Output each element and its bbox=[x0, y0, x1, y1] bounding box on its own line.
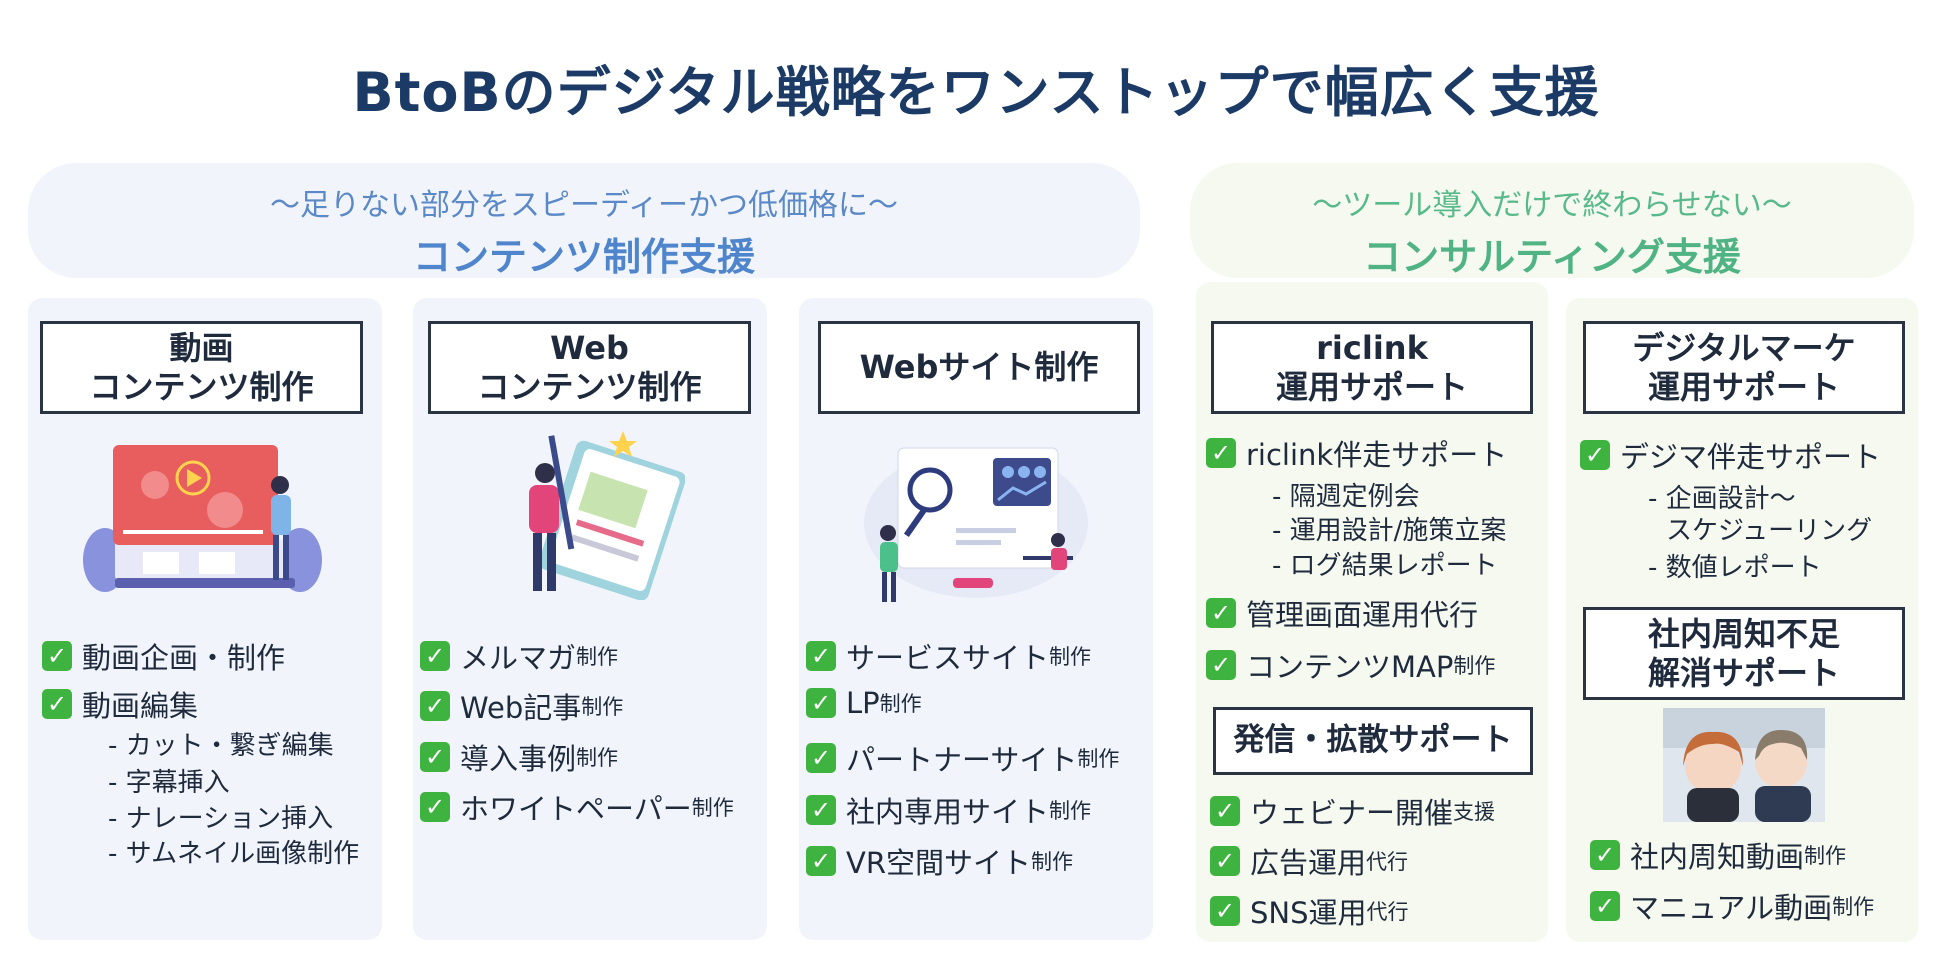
page-title: BtoBのデジタル戦略をワンストップで幅広く支援 bbox=[352, 61, 1600, 124]
digima-box: デジタルマーケ 運用サポート bbox=[1583, 321, 1905, 414]
website-illustration bbox=[864, 447, 1088, 602]
check-icon: ✓ bbox=[420, 641, 450, 671]
check-icon: ✓ bbox=[1580, 440, 1610, 470]
video-illustration bbox=[83, 445, 322, 592]
check-icon: ✓ bbox=[1206, 650, 1236, 680]
check-icon: ✓ bbox=[420, 742, 450, 772]
content-production-subtitle: 〜足りない部分をスピーディーかつ低価格に〜 bbox=[270, 188, 898, 223]
website-item-4: ✓ VR空間サイト制作 bbox=[806, 840, 1073, 882]
check-icon: ✓ bbox=[420, 792, 450, 822]
digima-subitem-2: - 数値レポート bbox=[1648, 553, 1822, 583]
web-content-illustration bbox=[529, 431, 685, 600]
diffusion-box-line1: 発信・拡散サポート bbox=[1233, 722, 1513, 759]
check-icon: ✓ bbox=[42, 689, 72, 719]
web-content-box: Web コンテンツ制作 bbox=[428, 321, 751, 414]
check-icon: ✓ bbox=[1590, 891, 1620, 921]
content-production-header: 〜足りない部分をスピーディーかつ低価格に〜 コンテンツ制作支援 bbox=[28, 163, 1140, 279]
web-content-item-1: ✓ Web記事制作 bbox=[420, 685, 623, 727]
diffusion-support-box: 発信・拡散サポート bbox=[1213, 707, 1533, 775]
digima-item-0: ✓ デジマ伴走サポート bbox=[1580, 434, 1881, 476]
riclink-subitem-0: - 隔週定例会 bbox=[1272, 482, 1420, 512]
web-content-box-line2: コンテンツ制作 bbox=[477, 367, 702, 406]
anime-characters-image bbox=[1663, 708, 1825, 822]
digima-subitem-1: スケジューリング bbox=[1666, 516, 1873, 546]
digima-box-line2: 運用サポート bbox=[1647, 367, 1840, 406]
riclink-box: riclink 運用サポート bbox=[1211, 321, 1533, 414]
check-icon: ✓ bbox=[42, 641, 72, 671]
check-icon: ✓ bbox=[1210, 796, 1240, 826]
internal-box-line1: 社内周知不足 bbox=[1647, 615, 1840, 654]
riclink-item-0: ✓ riclink伴走サポート bbox=[1206, 432, 1507, 474]
video-box-line1: 動画 bbox=[169, 329, 234, 368]
diffusion-item-0: ✓ ウェビナー開催支援 bbox=[1210, 790, 1495, 832]
website-box: Webサイト制作 bbox=[818, 321, 1140, 414]
website-box-line1: Webサイト制作 bbox=[859, 348, 1099, 387]
diffusion-item-1: ✓ 広告運用代行 bbox=[1210, 840, 1408, 882]
check-icon: ✓ bbox=[1206, 438, 1236, 468]
consulting-subtitle: 〜ツール導入だけで終わらせない〜 bbox=[1312, 188, 1792, 223]
video-subitem-1: - 字幕挿入 bbox=[108, 768, 230, 798]
video-content-box: 動画 コンテンツ制作 bbox=[40, 321, 363, 414]
diffusion-item-2: ✓ SNS運用代行 bbox=[1210, 890, 1409, 932]
digima-box-line1: デジタルマーケ bbox=[1632, 329, 1856, 368]
video-subitem-3: - サムネイル画像制作 bbox=[108, 839, 360, 869]
check-icon: ✓ bbox=[806, 846, 836, 876]
web-content-item-0: ✓ メルマガ制作 bbox=[420, 635, 618, 677]
video-item-1: ✓ 動画編集 bbox=[42, 683, 198, 725]
check-icon: ✓ bbox=[806, 688, 836, 718]
video-subitem-0: - カット・繋ぎ編集 bbox=[108, 731, 334, 761]
check-icon: ✓ bbox=[1590, 840, 1620, 870]
riclink-box-line1: riclink bbox=[1316, 329, 1428, 368]
video-item-0: ✓ 動画企画・制作 bbox=[42, 635, 285, 677]
riclink-box-line2: 運用サポート bbox=[1275, 367, 1468, 406]
consulting-header: 〜ツール導入だけで終わらせない〜 コンサルティング支援 bbox=[1190, 163, 1914, 279]
web-content-box-line1: Web bbox=[550, 329, 629, 368]
riclink-item-1: ✓ 管理画面運用代行 bbox=[1206, 592, 1478, 634]
internal-box-line2: 解消サポート bbox=[1647, 653, 1840, 692]
check-icon: ✓ bbox=[420, 691, 450, 721]
check-icon: ✓ bbox=[1210, 846, 1240, 876]
check-icon: ✓ bbox=[806, 641, 836, 671]
riclink-subitem-1: - 運用設計/施策立案 bbox=[1272, 516, 1507, 546]
check-icon: ✓ bbox=[1206, 598, 1236, 628]
check-icon: ✓ bbox=[806, 743, 836, 773]
website-item-0: ✓ サービスサイト制作 bbox=[806, 635, 1091, 677]
web-content-item-3: ✓ ホワイトペーパー制作 bbox=[420, 786, 734, 828]
internal-awareness-box: 社内周知不足 解消サポート bbox=[1583, 607, 1905, 700]
consulting-title: コンサルティング支援 bbox=[1363, 235, 1741, 279]
check-icon: ✓ bbox=[806, 795, 836, 825]
website-item-2: ✓ パートナーサイト制作 bbox=[806, 737, 1119, 779]
web-content-item-2: ✓ 導入事例制作 bbox=[420, 736, 618, 778]
website-item-3: ✓ 社内専用サイト制作 bbox=[806, 789, 1091, 831]
video-subitem-2: - ナレーション挿入 bbox=[108, 804, 334, 834]
check-icon: ✓ bbox=[1210, 896, 1240, 926]
internal-item-1: ✓ マニュアル動画制作 bbox=[1590, 885, 1874, 927]
content-production-title: コンテンツ制作支援 bbox=[412, 235, 755, 279]
video-box-line2: コンテンツ制作 bbox=[89, 367, 314, 406]
riclink-subitem-2: - ログ結果レポート bbox=[1272, 551, 1498, 581]
internal-item-0: ✓ 社内周知動画制作 bbox=[1590, 834, 1846, 876]
digima-subitem-0: - 企画設計〜 bbox=[1648, 484, 1796, 514]
